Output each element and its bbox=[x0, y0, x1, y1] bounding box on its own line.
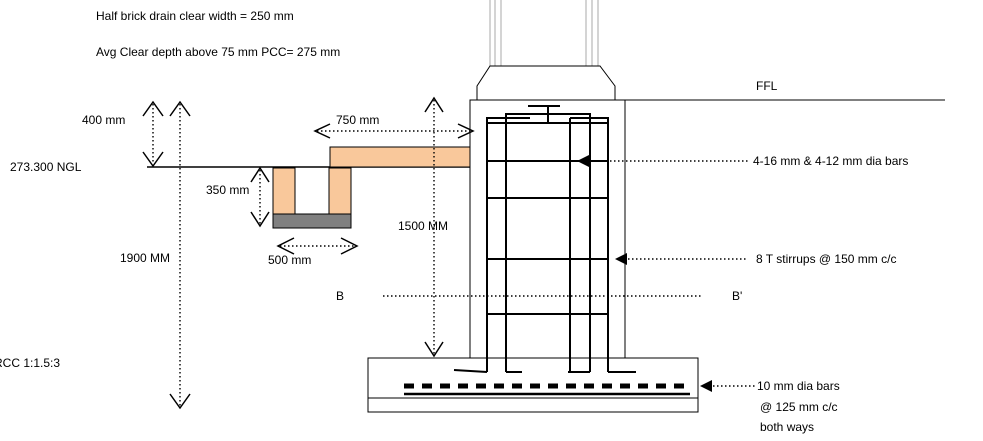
dim-350mm: 350 mm bbox=[206, 166, 270, 228]
section-line-b: B B' bbox=[336, 289, 742, 303]
plinth-beam bbox=[329, 146, 471, 168]
ngl-label: 273.300 NGL bbox=[10, 160, 82, 174]
column-outline bbox=[469, 99, 626, 359]
callout-footing-bars-line1: 10 mm dia bars bbox=[757, 379, 840, 393]
callout-stirrups-label: 8 T stirrups @ 150 mm c/c bbox=[756, 252, 896, 266]
column-cap bbox=[476, 65, 616, 101]
note-drain-depth: Avg Clear depth above 75 mm PCC= 275 mm bbox=[96, 45, 340, 59]
section-b-label: B bbox=[336, 289, 344, 303]
dim-500mm: 500 mm bbox=[268, 237, 359, 267]
dim-750mm: 750 mm bbox=[313, 113, 475, 139]
dim-1500mm: 1500 MM bbox=[398, 96, 448, 358]
dim-1900mm: 1900 MM bbox=[120, 100, 191, 410]
callout-footing-bars: 10 mm dia bars @ 125 mm c/c both ways bbox=[700, 379, 840, 434]
column-reinforcement bbox=[453, 105, 636, 373]
dim-750-label: 750 mm bbox=[336, 113, 379, 127]
footing bbox=[367, 357, 699, 413]
dim-400-label: 400 mm bbox=[82, 113, 125, 127]
dim-1500-label: 1500 MM bbox=[398, 219, 448, 233]
callout-main-bars: 4-16 mm & 4-12 mm dia bars bbox=[577, 154, 908, 168]
dim-1900-label: 1900 MM bbox=[120, 251, 170, 265]
dim-350-label: 350 mm bbox=[206, 183, 249, 197]
rcc-label: RCC 1:1.5:3 bbox=[0, 356, 60, 370]
callout-footing-bars-line3: both ways bbox=[760, 420, 814, 434]
dim-500-label: 500 mm bbox=[268, 253, 311, 267]
dim-400mm: 400 mm bbox=[82, 100, 164, 168]
section-b-prime-label: B' bbox=[732, 289, 742, 303]
half-brick-drain bbox=[272, 167, 352, 229]
callout-stirrups: 8 T stirrups @ 150 mm c/c bbox=[615, 252, 896, 266]
callout-main-bars-label: 4-16 mm & 4-12 mm dia bars bbox=[753, 154, 908, 168]
ffl-label: FFL bbox=[756, 79, 778, 93]
callout-footing-bars-line2: @ 125 mm c/c bbox=[760, 400, 838, 414]
column-bars-above bbox=[489, 0, 599, 66]
note-drain-width: Half brick drain clear width = 250 mm bbox=[96, 9, 294, 23]
